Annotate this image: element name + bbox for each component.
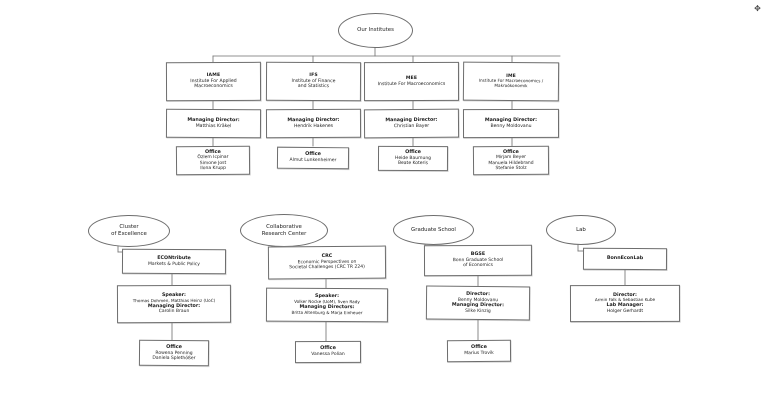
- office-box-ifs[interactable]: Office Almut Lunkenheimer: [276, 146, 350, 170]
- unit-ellipse-line2: Research Center: [261, 230, 307, 237]
- unit-subtitle-line2: Societal Challenges (CRC TR 224): [289, 265, 365, 271]
- office-person: Vanessa Polian: [311, 352, 345, 358]
- unit-ellipse-line1: Cluster: [119, 224, 139, 231]
- unit-ellipse-lab[interactable]: Lab: [546, 215, 616, 245]
- leadership-box-econtribute[interactable]: Speaker: Thomas Dohmen, Matthias Heinz (…: [116, 284, 232, 324]
- unit-box-crc[interactable]: CRC Economic Perspectives on Societal Ch…: [267, 245, 387, 280]
- root-node-our-institutes[interactable]: Our Institutes: [338, 13, 413, 48]
- unit-ellipse-graduate-school[interactable]: Graduate School: [393, 215, 474, 245]
- unit-ellipse-line1: Collaborative: [266, 223, 302, 230]
- leadership-box-crc[interactable]: Speaker: Volker Nocke (UoM), Sven Rady M…: [265, 287, 389, 323]
- unit-subtitle-line1: Markets & Public Policy: [148, 261, 200, 267]
- leadership-box-bgse[interactable]: Director: Benny Moldovanu Managing Direc…: [425, 285, 531, 321]
- office-person: Beate Koteris: [397, 161, 429, 167]
- office-box-crc[interactable]: Office Vanessa Polian: [294, 340, 362, 364]
- institute-name-line2: Macroeconomics: [194, 84, 233, 90]
- director-name: Benny Moldovanu: [490, 123, 532, 129]
- unit-ellipse-cluster-of-excellence[interactable]: Cluster of Excellence: [88, 215, 170, 247]
- managing-director-box-ime[interactable]: Managing Director: Benny Moldovanu: [462, 108, 560, 139]
- office-box-econtribute[interactable]: Office Rowena Penning Daniela Splethößer: [138, 339, 210, 367]
- managing-director-box-ifs[interactable]: Managing Director: Hendrik Hakenes: [265, 108, 362, 139]
- leadership-name-2: Silke Kinzig: [465, 308, 491, 314]
- institute-name-line2: and Statistics: [297, 84, 330, 90]
- unit-box-econtribute[interactable]: ECONtribute Markets & Public Policy: [121, 248, 227, 275]
- unit-box-bonneconlab[interactable]: BonnEconLab: [582, 247, 668, 271]
- office-person: Daniela Splethößer: [152, 355, 196, 362]
- office-person: Marius Trovik: [464, 351, 494, 357]
- unit-tag: BonnEconLab: [606, 256, 644, 262]
- office-person: Almut Lunkenheimer: [289, 158, 337, 164]
- institute-box-mee[interactable]: MEE Institute For Macroeconomics: [363, 61, 460, 102]
- leadership-name-2: Holger Gerhardt: [606, 308, 644, 315]
- cursor-icon: ✥: [754, 4, 761, 13]
- unit-ellipse-line1: Graduate School: [411, 226, 456, 233]
- leadership-box-bonneconlab[interactable]: Director: Armin Falk & Sebastian Kube La…: [569, 284, 681, 323]
- unit-subtitle-line2: of Economics: [463, 263, 493, 269]
- root-label: Our Institutes: [357, 27, 394, 34]
- managing-director-box-mee[interactable]: Managing Director: Christian Bayer: [363, 108, 460, 139]
- leadership-name-2: Britta Altenburg & Marja Einheuer: [291, 309, 363, 315]
- institute-name-line2: Makroökonomik: [494, 83, 528, 89]
- office-box-bgse[interactable]: Office Marius Trovik: [446, 339, 512, 363]
- office-box-ime[interactable]: Office Mirjam Beyer Manuela Hildebrand S…: [472, 145, 550, 176]
- institute-box-ime[interactable]: IME Institute For Macroeconomics / Makro…: [462, 61, 560, 102]
- managing-director-box-iame[interactable]: Managing Director: Matthias Kräkel: [165, 108, 262, 139]
- institute-name-line1: Institute For Macroeconomics: [377, 81, 446, 87]
- office-box-iame[interactable]: Office Özlem Icpinar Simone Jost Ilona K…: [175, 145, 251, 176]
- unit-ellipse-collaborative-research-center[interactable]: Collaborative Research Center: [240, 214, 328, 247]
- leadership-name-2: Carolin Braun: [158, 309, 190, 315]
- director-name: Matthias Kräkel: [195, 123, 232, 129]
- institute-box-iame[interactable]: IAME Institute For Applied Macroeconomic…: [165, 61, 262, 102]
- unit-ellipse-line2: of Excellence: [111, 231, 147, 237]
- institute-box-ifs[interactable]: IFS Institute of Finance and Statistics: [265, 61, 362, 102]
- director-name: Hendrik Hakenes: [293, 123, 334, 129]
- director-name: Christian Bayer: [393, 123, 430, 129]
- office-person: Ilona Krupp: [200, 165, 226, 172]
- office-box-mee[interactable]: Office Heide Baumung Beate Koteris: [377, 145, 449, 172]
- office-person: Stefanie Stolz: [495, 165, 527, 172]
- unit-ellipse-line1: Lab: [576, 226, 586, 233]
- unit-box-bgse[interactable]: BGSE Bonn Graduate School of Economics: [423, 244, 533, 277]
